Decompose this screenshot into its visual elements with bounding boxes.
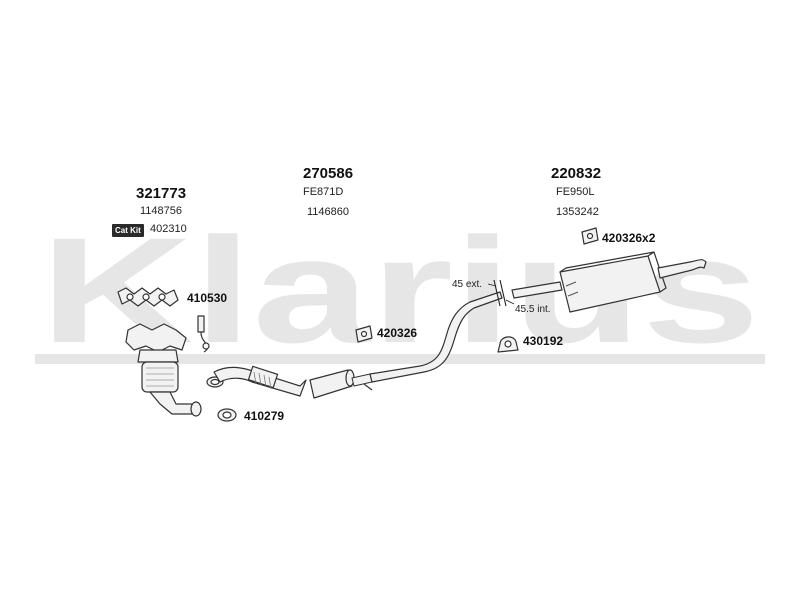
part-number-270586: 270586 — [303, 165, 354, 182]
cat-kit-badge: Cat Kit — [112, 224, 144, 237]
cat-kit-number: 402310 — [150, 223, 187, 235]
callout-420326x2: 420326x2 — [602, 231, 656, 245]
centre-silencer-icon[interactable] — [309, 369, 373, 399]
oem-number-1353242: 1353242 — [556, 206, 599, 218]
code-fe871d: FE871D — [303, 186, 344, 198]
callout-420326: 420326 — [377, 326, 418, 340]
callout-430192: 430192 — [523, 334, 564, 348]
oem-number-1146860: 1146860 — [307, 206, 350, 218]
rubber-mount-icon[interactable] — [355, 325, 373, 343]
callout-410279: 410279 — [244, 409, 285, 423]
front-pipe-icon[interactable] — [213, 365, 307, 397]
clamp-icon[interactable] — [497, 336, 519, 353]
code-fe950l: FE950L — [556, 186, 595, 198]
dimension-leaders — [487, 283, 515, 305]
oem-number-1148756: 1148756 — [140, 205, 183, 217]
watermark-bar — [35, 354, 765, 364]
intermediate-pipe-icon[interactable] — [363, 291, 503, 391]
rear-silencer-icon[interactable] — [511, 251, 707, 313]
dimension-external: 45 ext. — [452, 279, 483, 290]
part-number-321773: 321773 — [136, 185, 187, 202]
catalytic-converter-icon[interactable] — [125, 323, 202, 417]
callout-410530: 410530 — [187, 291, 228, 305]
clamp-marker-icon — [493, 279, 507, 307]
rubber-mount-rear-icon[interactable] — [581, 227, 599, 245]
lambda-sensor-icon — [197, 315, 210, 353]
part-number-220832: 220832 — [551, 165, 602, 182]
flange-gasket-icon[interactable] — [217, 408, 237, 422]
manifold-gasket-icon[interactable] — [117, 287, 179, 307]
dimension-internal: 45.5 int. — [515, 304, 551, 315]
